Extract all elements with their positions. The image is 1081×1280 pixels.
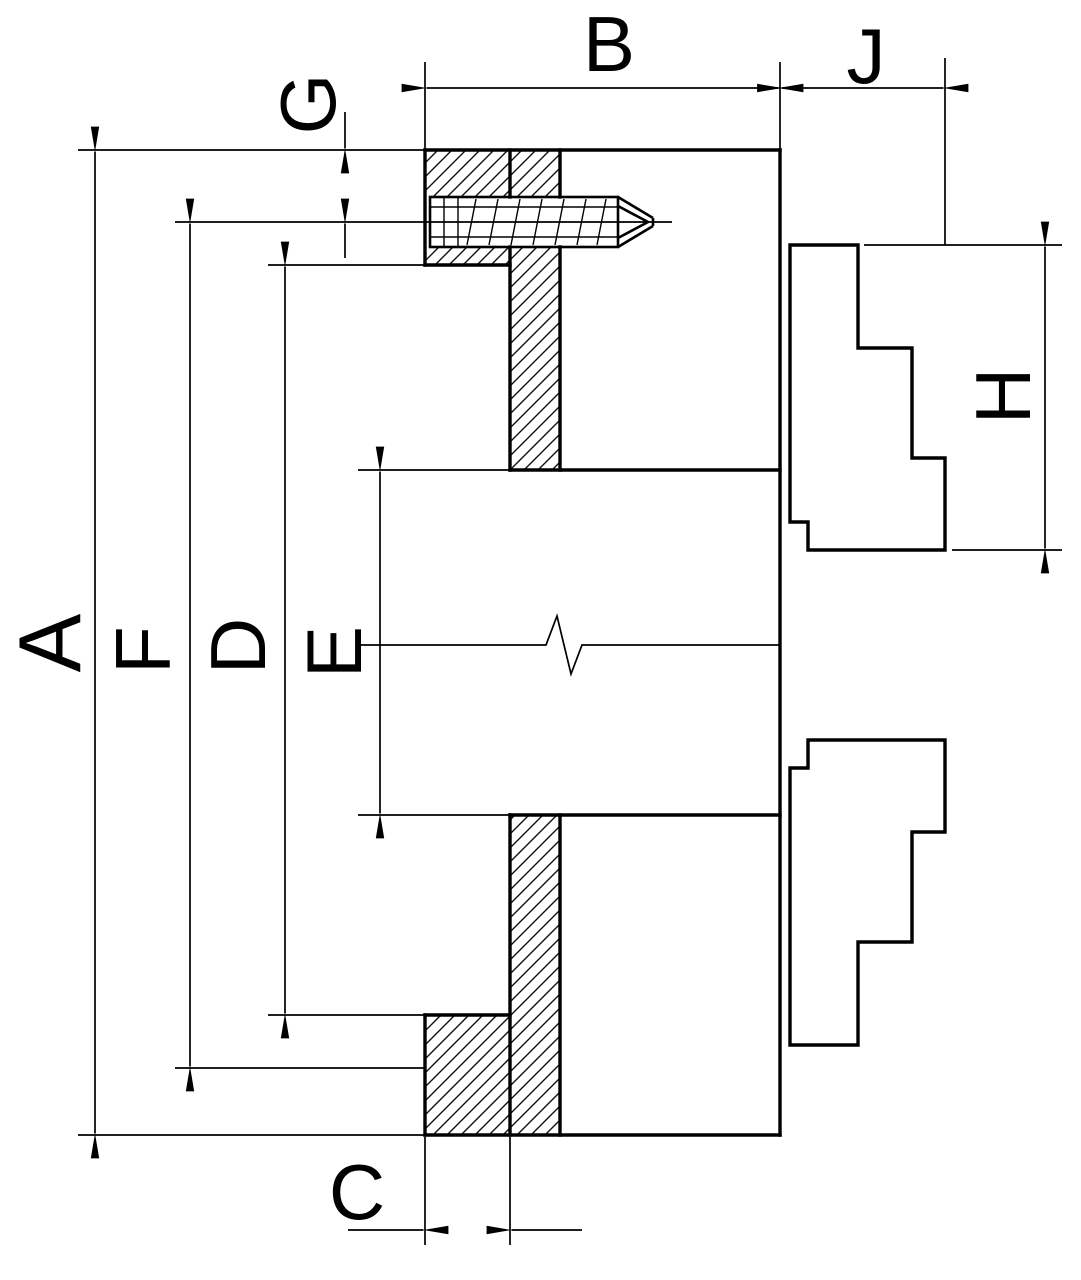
hatch-region-upper-web	[510, 265, 560, 470]
bolt-thread-root-lines	[430, 206, 618, 238]
dim-label-b: B	[583, 0, 635, 88]
dim-label-h: H	[959, 368, 1047, 424]
dim-label-c: C	[329, 1148, 385, 1236]
section-hatching	[425, 150, 560, 1135]
bolt-thread-flanks	[466, 198, 607, 246]
dim-label-d: D	[194, 618, 282, 674]
hatch-region-top-block-lower	[425, 247, 560, 265]
bottom-jaw	[788, 738, 947, 1047]
top-jaw	[788, 243, 947, 552]
chuck-body-outline	[423, 148, 782, 1137]
hatch-region-bottom-block	[425, 1015, 560, 1135]
dim-label-j: J	[847, 12, 886, 100]
hatch-region-lower-web	[510, 815, 560, 1015]
hatch-region-top-block-upper	[425, 150, 560, 197]
dimension-labels: A F D E G H B J C	[1, 0, 1048, 1236]
dim-label-a: A	[1, 613, 100, 672]
dim-label-f: F	[99, 626, 187, 674]
bolt-head-lines	[443, 197, 459, 247]
chuck-jaws	[788, 243, 947, 1047]
main-centerline-with-break	[360, 613, 780, 677]
bolt-body	[428, 195, 620, 249]
mounting-bolt	[428, 195, 655, 249]
dimension-lines	[90, 83, 1050, 1235]
bolt-tip	[617, 195, 655, 249]
dim-label-g: G	[264, 74, 352, 135]
dim-label-e: E	[290, 626, 378, 678]
